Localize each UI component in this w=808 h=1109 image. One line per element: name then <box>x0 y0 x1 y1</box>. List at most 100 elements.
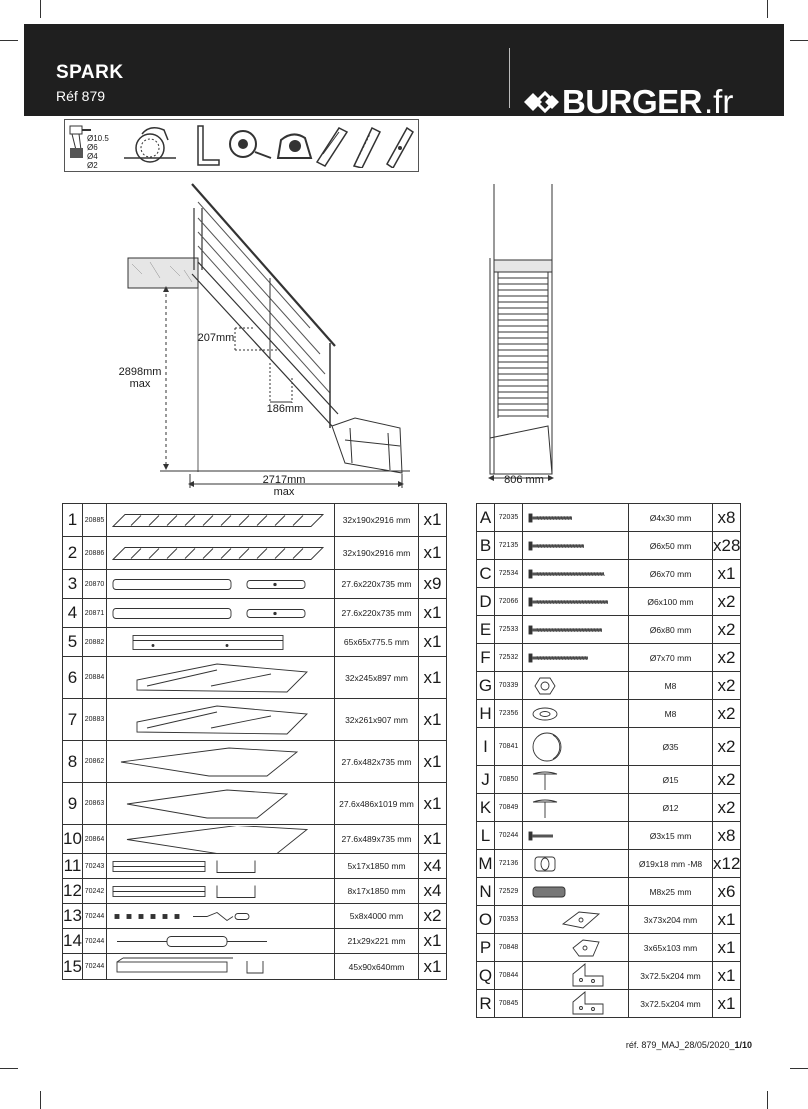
part-code: 70339 <box>494 671 523 700</box>
part-number: 11 <box>62 853 83 879</box>
tools-strip: Ø10.5 Ø6 Ø4 Ø2 <box>64 119 419 172</box>
part-quantity: x1 <box>712 559 741 588</box>
part-code: 72035 <box>494 503 523 532</box>
part-number: 15 <box>62 953 83 980</box>
part-quantity: x1 <box>418 656 447 699</box>
part-number: 10 <box>62 824 83 854</box>
part-code: 20883 <box>82 698 107 741</box>
part-illustration <box>522 961 629 990</box>
part-quantity: x1 <box>418 928 447 954</box>
part-letter: P <box>476 933 495 962</box>
part-code: 70244 <box>494 821 523 850</box>
part-illustration <box>522 989 629 1018</box>
part-quantity: x1 <box>418 824 447 854</box>
part-code: 20870 <box>82 569 107 599</box>
part-illustration <box>522 587 629 616</box>
part-drawing-icon <box>114 911 250 921</box>
part-illustration <box>522 559 629 588</box>
part-size: 5x8x4000 mm <box>334 903 419 929</box>
hardware-drawing-icon <box>528 569 605 578</box>
part-code: 70844 <box>494 961 523 990</box>
part-size: 3x72.5x204 mm <box>628 989 713 1018</box>
hardware-drawing-icon <box>528 541 584 550</box>
part-size: Ø35 <box>628 727 713 766</box>
going-dimension: 186mm <box>266 403 304 415</box>
part-letter: M <box>476 849 495 878</box>
part-drawing-icon <box>111 546 325 560</box>
crop-mark <box>0 40 18 41</box>
crop-mark <box>40 0 41 18</box>
part-number: 3 <box>62 569 83 599</box>
hardware-drawing-icon <box>534 856 556 871</box>
part-quantity: x2 <box>712 587 741 616</box>
part-size: Ø15 <box>628 765 713 794</box>
part-drawing-icon <box>136 663 308 692</box>
part-number: 13 <box>62 903 83 929</box>
part-size: 8x17x1850 mm <box>334 878 419 904</box>
height-note: max <box>129 378 151 390</box>
part-drawing-icon <box>112 860 256 873</box>
part-quantity: x1 <box>418 782 447 825</box>
part-letter: B <box>476 531 495 560</box>
part-size: 3x72.5x204 mm <box>628 961 713 990</box>
hardware-drawing-icon <box>572 990 604 1014</box>
hardware-drawing-icon <box>528 831 553 840</box>
part-code: 70841 <box>494 727 523 766</box>
drill-size: Ø2 <box>87 161 98 170</box>
part-size: 3x65x103 mm <box>628 933 713 962</box>
page-footer: réf. 879_MAJ_28/05/2020_1/10 <box>626 1040 752 1050</box>
hardware-drawing-icon <box>534 677 556 694</box>
circular-saw-icon <box>124 127 176 163</box>
part-letter: Q <box>476 961 495 990</box>
level-icon <box>386 126 414 168</box>
part-size: 45x90x640mm <box>334 953 419 980</box>
part-code: 70244 <box>82 903 107 929</box>
part-code: 70244 <box>82 953 107 980</box>
part-letter: G <box>476 671 495 700</box>
part-code: 20884 <box>82 656 107 699</box>
part-quantity: x2 <box>712 765 741 794</box>
hardware-drawing-icon <box>532 886 566 897</box>
part-number: 2 <box>62 536 83 570</box>
hardware-drawing-icon <box>528 625 602 634</box>
part-drawing-icon <box>132 634 284 650</box>
part-drawing-icon <box>136 705 308 734</box>
part-code: 70242 <box>82 878 107 904</box>
part-letter: D <box>476 587 495 616</box>
part-size: 32x261x907 mm <box>334 698 419 741</box>
part-illustration <box>522 905 629 934</box>
drill-size: Ø4 <box>87 152 98 161</box>
part-size: 27.6x486x1019 mm <box>334 782 419 825</box>
part-illustration <box>106 782 335 825</box>
crop-mark <box>767 0 768 18</box>
part-letter: I <box>476 727 495 766</box>
hardware-drawing-icon <box>572 939 600 956</box>
length-dimension: 2717mm <box>262 474 306 486</box>
part-illustration <box>522 821 629 850</box>
riser-dimension: 207mm <box>197 332 235 344</box>
part-quantity: x1 <box>418 740 447 783</box>
part-quantity: x2 <box>712 615 741 644</box>
part-code: 72135 <box>494 531 523 560</box>
part-size: 27.6x489x735 mm <box>334 824 419 854</box>
part-letter: A <box>476 503 495 532</box>
hardware-drawing-icon <box>528 513 572 522</box>
drill-size: Ø10.5 <box>87 134 109 143</box>
part-size: 27.6x482x735 mm <box>334 740 419 783</box>
part-code: 70849 <box>494 793 523 822</box>
part-code: 20885 <box>82 503 107 537</box>
part-drawing-icon <box>126 789 289 818</box>
part-code: 20886 <box>82 536 107 570</box>
crop-mark <box>790 40 808 41</box>
footer-ref: réf. 879_MAJ_28/05/2020_ <box>625 1040 735 1050</box>
hardware-drawing-icon <box>532 771 558 790</box>
part-quantity: x1 <box>418 503 447 537</box>
part-illustration <box>106 569 335 599</box>
